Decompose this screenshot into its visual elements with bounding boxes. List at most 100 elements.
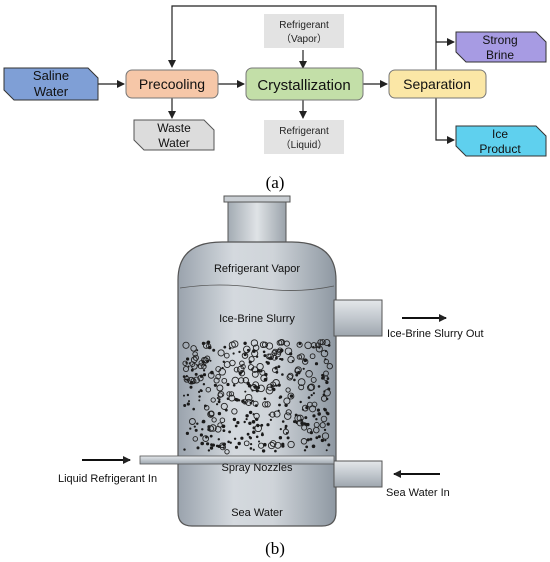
bubble [315,418,318,421]
bubble [192,407,195,411]
bubble [202,342,210,349]
bubble [228,347,232,350]
bubble [221,377,228,384]
bubble [275,366,278,369]
bubble [261,449,266,453]
bubble [323,408,327,412]
bubble [182,375,186,378]
bubble [275,384,278,387]
bubble [215,444,219,448]
bubble [209,434,213,438]
bubble [245,398,253,406]
label-sea-water: Sea Water [231,507,283,519]
bubble [247,384,252,388]
panel-b-label: (b) [265,539,285,558]
bubble [241,399,245,403]
bubble [188,400,190,403]
bubble [274,449,277,453]
bubble [235,398,239,402]
liquid-surface [179,284,335,291]
bubble [279,428,282,431]
bubble [226,382,230,387]
bubble [309,431,313,435]
bubble [244,390,247,393]
bubble [281,373,284,376]
bubble [199,374,204,378]
bubble [243,420,246,424]
flow-diagram: Saline Water Precooling Crystallization … [3,5,547,192]
bubble [253,412,260,420]
bubble [245,418,248,421]
bubble [192,351,198,357]
bubble [216,397,219,399]
bubble [213,377,220,384]
bubble [306,438,310,442]
bubble [224,449,230,455]
bubble [303,358,308,363]
bubble [269,418,272,421]
bubble [219,442,225,449]
bubble [237,441,241,446]
waste-water-line2: Water [158,136,190,150]
bubble [309,405,317,413]
bubble [325,449,328,452]
bubble [233,437,237,440]
bubble [206,442,210,446]
bubble [304,416,308,420]
bubble [279,357,282,361]
bubble [310,376,317,383]
bubble [222,360,225,363]
bubble [249,447,253,450]
bubble [217,392,223,398]
bubble [244,393,253,402]
bubble [243,341,247,345]
bubble [287,392,295,400]
bubble [293,378,296,382]
bubble [326,363,333,370]
bubble [305,406,309,410]
bubble [269,411,276,418]
bubble [277,383,281,387]
crystallization-node: Crystallization [245,67,364,101]
panel-a-label: (a) [266,173,285,192]
bubble [296,414,304,422]
bubble [223,352,230,359]
bubble [266,423,270,427]
bubble [295,373,299,377]
bubble [210,370,214,375]
bubble [281,444,285,448]
bubble [324,439,327,442]
bubble [289,394,294,398]
bubble [256,424,260,428]
bubble-field [182,338,333,455]
bubble [287,372,294,379]
label-slurry-out: Ice-Brine Slurry Out [387,328,484,340]
bubble [207,449,211,452]
bubble [296,341,303,348]
bubble [183,404,187,407]
ice-product-node: Ice Product [455,125,547,157]
bubble [248,435,251,439]
bubble [188,418,196,425]
flow-connectors [98,5,455,144]
precooling-label: Precooling [139,76,205,92]
bubble [326,422,330,426]
label-sea-water-in: Sea Water In [386,487,450,499]
bubble [190,368,194,372]
bubble [238,377,245,384]
bubble [296,419,304,427]
slurry-outlet-pipe [333,299,383,337]
arrow-to-ice-product [435,98,455,144]
bubble [325,380,329,385]
bubble [263,397,267,401]
crystallization-label: Crystallization [257,77,350,94]
bubble [283,412,292,420]
bubble [202,373,207,377]
bubble [250,339,259,347]
bubble [313,421,320,428]
bubble [187,365,190,368]
bubble [314,362,319,366]
bubble [326,397,329,401]
bubble [205,435,208,439]
bubble [265,342,274,350]
